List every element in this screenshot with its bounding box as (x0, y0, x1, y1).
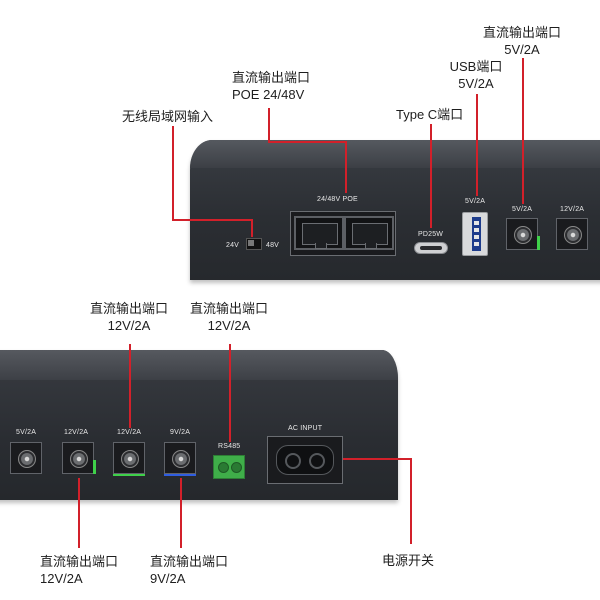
wireless-callout-line (172, 126, 174, 220)
bottom-dc-jack-1[interactable] (10, 442, 42, 474)
poe-port-1[interactable] (294, 216, 344, 250)
rs485-terminal[interactable] (213, 455, 245, 479)
bottom-dc-jack-3[interactable] (113, 442, 145, 474)
dc-12v-bottom-callout-line (78, 478, 80, 548)
top-dc-jack-2[interactable] (556, 218, 588, 250)
wireless-callout-line (251, 219, 253, 237)
voltage-switch[interactable] (246, 238, 262, 250)
typec-callout-line (430, 124, 432, 228)
switch-24v-label: 24V (226, 242, 240, 249)
poe-callout-line (345, 141, 347, 193)
bottom-jack-2-label: 12V/2A (64, 429, 89, 436)
callout-dc-12v-b: 直流输出端口 12V/2A (189, 301, 268, 333)
dc-12v-b-callout-line (229, 344, 231, 442)
top-jack-1-label: 5V/2A (512, 206, 533, 213)
callout-dc-12v-a: 直流输出端口 12V/2A (89, 301, 168, 333)
callout-dc-poe: 直流输出端口 POE 24/48V (232, 70, 311, 102)
callout-wireless-input: 无线局域网输入 (122, 109, 214, 124)
top-dc-jack-1[interactable] (506, 218, 538, 250)
bottom-jack-3-label: 12V/2A (117, 429, 142, 436)
callout-usb: USB端口 5V/2A (449, 59, 503, 91)
power-callout-line (410, 458, 412, 544)
bottom-jack-1-label: 5V/2A (16, 429, 37, 436)
bottom-device-chassis (0, 350, 398, 500)
ac-input-socket[interactable] (267, 436, 343, 484)
callout-typec: Type C端口 (396, 107, 464, 122)
usb-label: 5V/2A (465, 198, 486, 205)
switch-48v-label: 48V (266, 242, 280, 249)
callout-dc-top-5v: 直流输出端口 5V/2A (482, 25, 561, 57)
bottom-jack-2-led (93, 460, 96, 474)
top-jack-1-led (537, 236, 540, 250)
typec-label: PD25W (418, 231, 444, 238)
bottom-device-lid (0, 350, 398, 380)
poe-label: 24/48V POE (317, 196, 358, 203)
poe-callout-line (268, 108, 270, 142)
typec-port[interactable] (414, 242, 448, 254)
poe-port-2[interactable] (344, 216, 394, 250)
wireless-callout-line (172, 219, 252, 221)
bottom-jack-4-label: 9V/2A (170, 429, 191, 436)
callout-dc-9v-bottom: 直流输出端口 9V/2A (150, 554, 229, 586)
callout-power-switch: 电源开关 (382, 553, 435, 568)
ac-input-label: AC INPUT (288, 425, 323, 432)
bottom-jack-3-led (113, 474, 145, 476)
bottom-dc-jack-4[interactable] (164, 442, 196, 474)
poe-callout-line (268, 141, 346, 143)
usb-port[interactable] (462, 212, 488, 256)
poe-port-group (290, 211, 396, 256)
usb-callout-line (476, 94, 478, 196)
dc-9v-bottom-callout-line (180, 478, 182, 548)
callout-dc-12v-bottom: 直流输出端口 12V/2A (40, 554, 119, 586)
dc-12v-a-callout-line (129, 344, 131, 428)
top-device-lid (190, 140, 600, 168)
bottom-jack-4-led (164, 474, 196, 476)
top-dc-callout-line (522, 58, 524, 204)
bottom-dc-jack-2[interactable] (62, 442, 94, 474)
top-device-chassis (190, 140, 600, 280)
top-jack-2-label: 12V/2A (560, 206, 585, 213)
power-callout-line (343, 458, 411, 460)
rs485-label: RS485 (218, 443, 241, 450)
